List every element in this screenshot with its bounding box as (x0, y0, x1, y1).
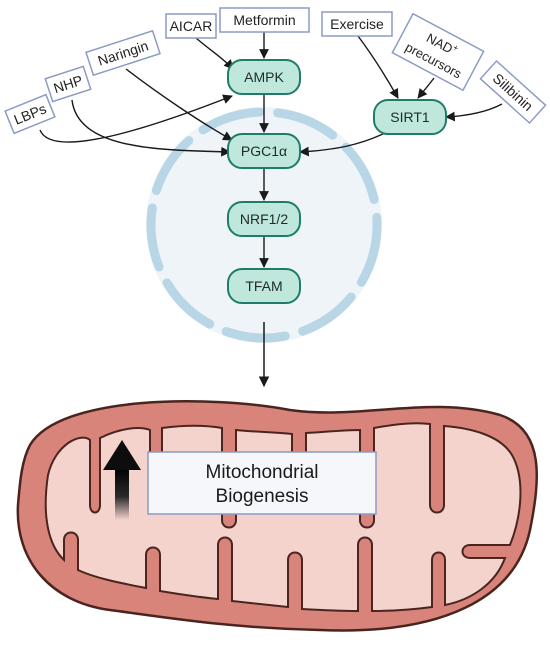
pathway-arrows (39, 31, 503, 268)
outcome-box: Mitochondrial Biogenesis (147, 451, 377, 515)
node-tfam-label: TFAM (245, 278, 282, 294)
input-nad-precursors: NAD+ precursors (391, 12, 485, 92)
arrow-sirt1-pgc1a (299, 132, 386, 157)
input-metformin-label: Metformin (233, 12, 295, 28)
input-lbps: LBPs (4, 93, 56, 135)
node-ampk-label: AMPK (244, 69, 284, 85)
input-exercise-label: Exercise (330, 16, 384, 32)
node-ampk: AMPK (227, 59, 301, 95)
node-tfam: TFAM (227, 268, 301, 304)
node-sirt1: SIRT1 (373, 99, 447, 135)
node-nrf12: NRF1/2 (227, 201, 301, 237)
arrow-silibinin-sirt1 (445, 103, 503, 122)
input-silibinin: Silibinin (479, 59, 547, 125)
input-nhp: NHP (44, 65, 92, 103)
arrow-exercise-sirt1 (357, 35, 399, 99)
arrow-aicar-ampk (195, 37, 234, 70)
arrow-naringin-pgc1a (125, 68, 233, 141)
input-exercise: Exercise (321, 11, 393, 37)
input-aicar-label: AICAR (170, 18, 213, 34)
node-sirt1-label: SIRT1 (390, 109, 430, 125)
outcome-line2: Biogenesis (216, 486, 309, 507)
node-pgc1a-label: PGC1α (241, 143, 287, 159)
input-aicar: AICAR (165, 13, 217, 39)
input-naringin: Naringin (85, 29, 161, 77)
node-pgc1a: PGC1α (227, 133, 301, 169)
arrow-lbps-ampk (39, 94, 233, 143)
mitochondrion (16, 400, 539, 632)
outcome-line1: Mitochondrial (206, 462, 319, 483)
arrow-nhp-pgc1a (71, 99, 231, 157)
input-metformin: Metformin (219, 7, 310, 33)
up-arrow-icon (103, 440, 141, 520)
arrow-nad-sirt1 (417, 77, 435, 99)
node-nrf12-label: NRF1/2 (240, 211, 288, 227)
